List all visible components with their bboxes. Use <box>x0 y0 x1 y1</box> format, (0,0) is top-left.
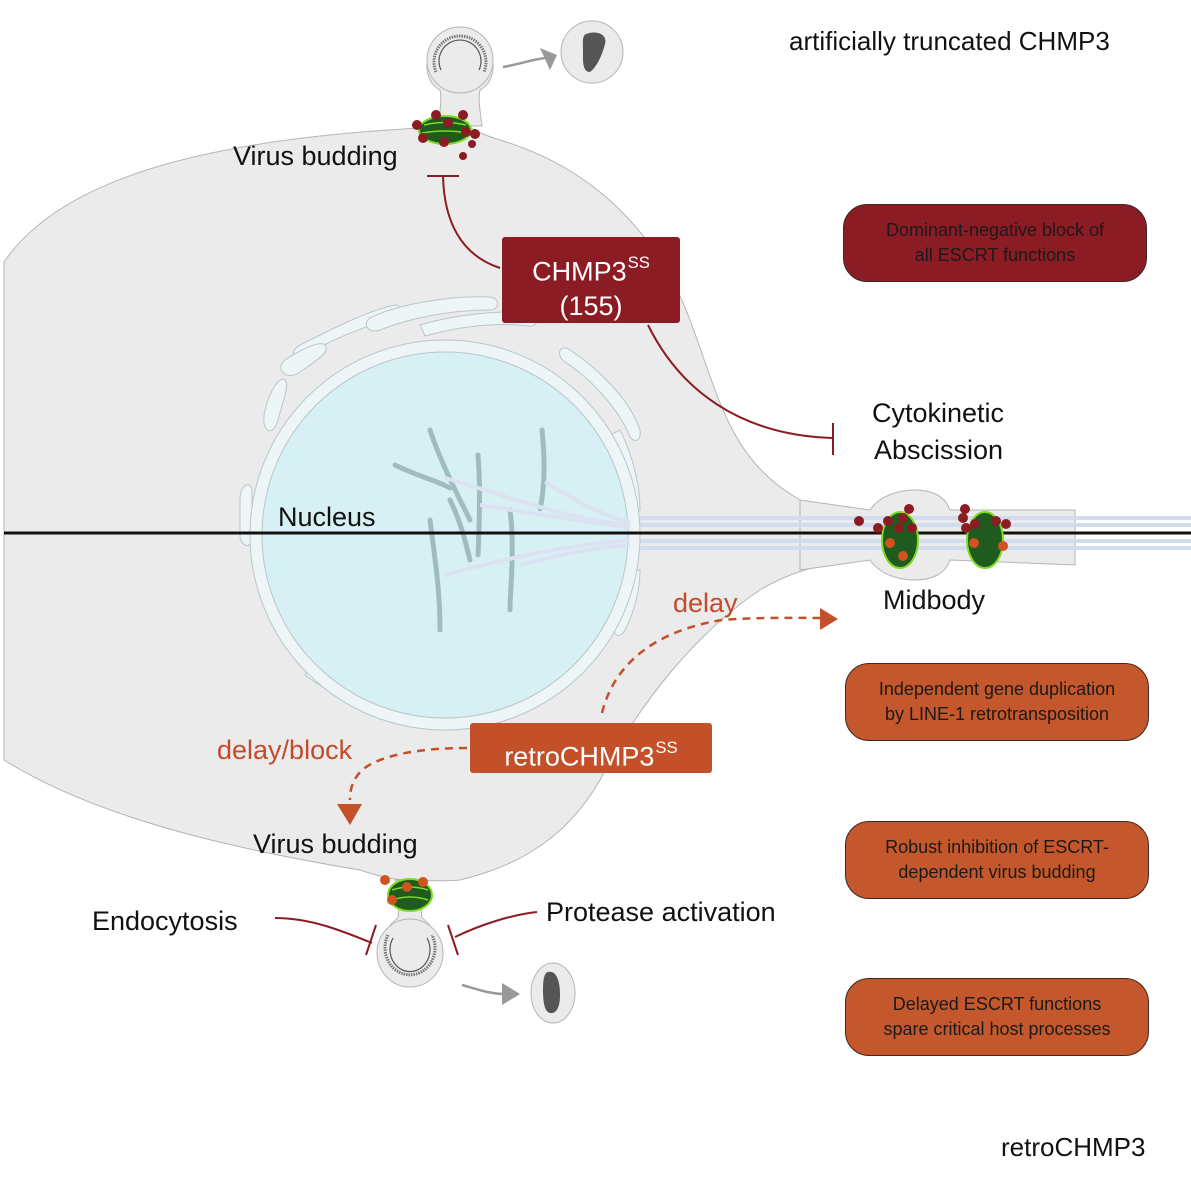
escrt-complex-midbody <box>854 504 1011 569</box>
chmp3ss-superscript: SS <box>627 253 650 272</box>
inhibit-arrow-virus-top <box>427 175 501 269</box>
pill-line: spare critical host processes <box>883 1019 1111 1039</box>
retrochmp3ss-superscript: SS <box>655 738 678 757</box>
release-arrowhead-top <box>540 48 557 70</box>
chmp3ss-length: (155) <box>559 290 623 321</box>
title-retro: retroCHMP3 <box>1001 1132 1146 1162</box>
top-virion <box>426 26 494 94</box>
inhibit-arrow-abscission <box>647 324 834 455</box>
label-protease-activation: Protease activation <box>546 897 776 927</box>
retrochmp3ss-name: retroCHMP3 <box>504 741 655 772</box>
nucleus <box>261 351 629 719</box>
bottom-virion <box>376 918 444 988</box>
pill-line: all ESCRT functions <box>914 245 1076 265</box>
spindle-fibers <box>444 476 631 577</box>
chmp3ss-name: CHMP3 <box>532 256 627 287</box>
released-virion-bottom <box>530 962 576 1024</box>
label-virus-budding-top: Virus budding <box>233 141 398 171</box>
pill-line: by LINE-1 retrotransposition <box>884 704 1110 724</box>
delay-arrowhead <box>820 608 838 630</box>
delay-block-arrow <box>348 746 468 801</box>
released-virion-top <box>560 20 624 84</box>
inhibit-arrow-protease <box>447 911 538 956</box>
pill-line: Independent gene duplication <box>878 679 1116 699</box>
summary-pill-gene-duplication: Independent gene duplication by LINE-1 re… <box>845 663 1149 741</box>
release-arrow-top <box>502 56 546 69</box>
chmp3ss-box: CHMP3SS (155) <box>502 237 680 323</box>
inhibit-arrow-endocytosis <box>274 917 377 956</box>
delay-block-arrowhead <box>337 804 362 825</box>
summary-pill-robust-inhibition: Robust inhibition of ESCRT-dependent vir… <box>845 821 1149 899</box>
pill-line: Robust inhibition of ESCRT- <box>885 837 1109 857</box>
label-midbody: Midbody <box>883 585 986 615</box>
label-virus-budding-bottom: Virus budding <box>253 829 418 859</box>
release-arrowhead-bottom <box>502 983 520 1005</box>
release-arrow-bottom <box>461 983 506 996</box>
label-delay: delay <box>673 588 738 618</box>
label-endocytosis: Endocytosis <box>92 906 238 936</box>
escrt-complex-top <box>412 110 480 160</box>
escrt-complex-bottom <box>380 875 433 912</box>
summary-pill-delayed-escrt: Delayed ESCRT functions spare critical ho… <box>845 978 1149 1056</box>
pill-line: Dominant-negative block of <box>885 220 1105 240</box>
label-abscission: Abscission <box>874 435 1004 465</box>
delay-arrow <box>600 616 823 714</box>
title-artificial: artificially truncated CHMP3 <box>789 26 1110 56</box>
pill-line: Delayed ESCRT functions <box>892 994 1102 1014</box>
pill-line: dependent virus budding <box>898 862 1096 882</box>
midbody-bridge <box>799 489 1076 581</box>
label-nucleus: Nucleus <box>278 502 376 532</box>
label-delay-block: delay/block <box>217 735 353 765</box>
retrochmp3ss-box: retroCHMP3SS <box>470 723 712 773</box>
summary-pill-dominant-negative: Dominant-negative block of all ESCRT func… <box>843 204 1147 282</box>
label-cytokinetic: Cytokinetic <box>872 398 1005 428</box>
